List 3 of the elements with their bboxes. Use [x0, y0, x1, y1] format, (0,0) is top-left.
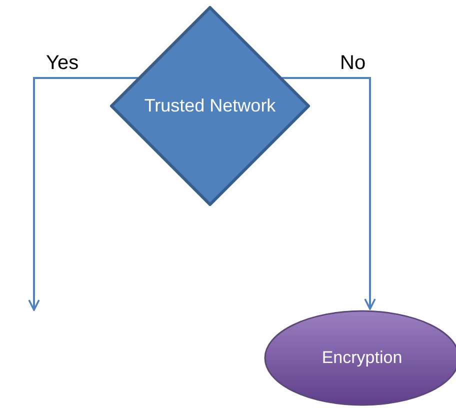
- decision-diamond: Trusted Network: [110, 6, 310, 206]
- arrow: [282, 77, 376, 310]
- arrow: [28, 77, 138, 311]
